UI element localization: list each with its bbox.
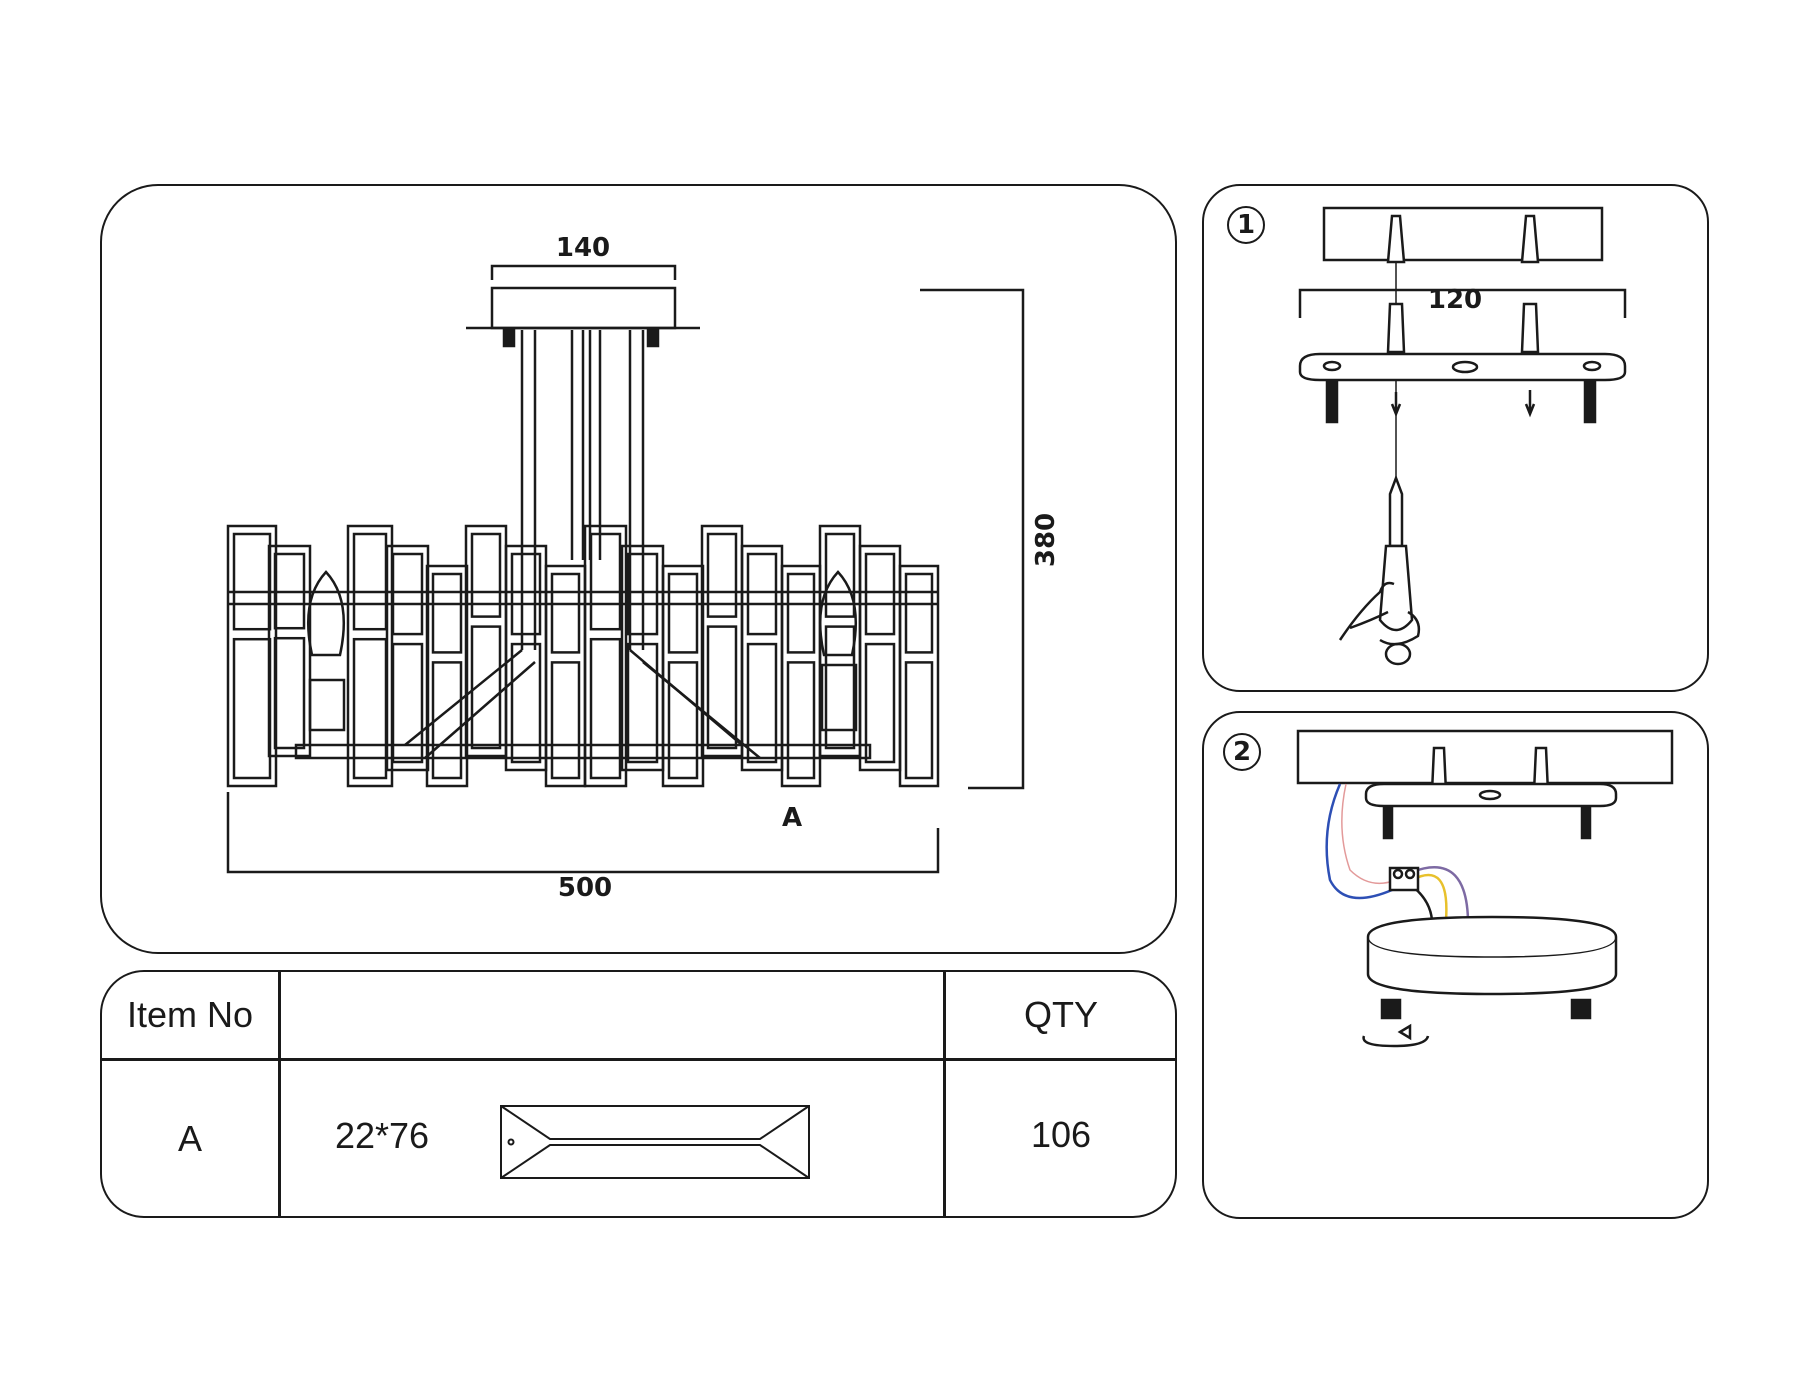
table-header-divider	[102, 1058, 1175, 1061]
crystal-prism-upper	[746, 552, 778, 636]
fixture-drawing-panel	[100, 184, 1177, 954]
hand-icon	[1338, 581, 1421, 646]
header-item-no: Item No	[126, 994, 254, 1035]
canopy-width-dimension	[490, 264, 677, 280]
crystal-prism-lower	[510, 642, 542, 764]
fixture-canopy-rim	[1367, 936, 1617, 958]
crystal-prism-upper	[626, 552, 659, 636]
bottom-ring	[294, 743, 872, 760]
table-divider-1	[278, 972, 281, 1216]
crystal-prism-upper	[864, 552, 896, 636]
step-1-badge: 1	[1227, 206, 1265, 244]
mounting-bracket	[1364, 782, 1618, 808]
part-a-callout: A	[782, 803, 802, 833]
row-qty: 106	[1030, 1114, 1092, 1155]
terminal-block-icon	[1388, 866, 1420, 892]
canopy-width-label: 140	[556, 233, 610, 263]
screwdriver-tip-view	[1384, 642, 1412, 666]
crystal-prism-upper	[391, 552, 424, 636]
total-width-label: 500	[558, 873, 612, 903]
crystal-prism-lower	[746, 642, 778, 764]
crystal-prism-upper	[510, 552, 542, 636]
bracket-dimension	[1298, 288, 1627, 318]
total-width-dimension	[226, 792, 940, 874]
crystal-prism-upper	[589, 532, 622, 631]
crystal-column	[583, 524, 628, 788]
crystal-prism-upper	[706, 532, 738, 618]
crystal-prism-lower	[824, 625, 856, 750]
screw-icons	[1390, 390, 1536, 418]
candle-bulb-right	[818, 570, 858, 657]
wall-anchor-icon	[1386, 214, 1540, 264]
canopy-screw-left	[502, 328, 516, 348]
crystal-prism-upper	[550, 572, 581, 654]
crystal-prism-lower	[550, 661, 581, 780]
header-qty: QTY	[1023, 994, 1098, 1035]
height-dimension	[920, 288, 1025, 790]
mounting-bracket	[1298, 352, 1627, 382]
arm-left-outer	[404, 649, 523, 746]
crystal-column	[898, 564, 940, 788]
bracket-slot-right	[1582, 360, 1602, 372]
arm-left-inner	[424, 661, 536, 759]
screwdriver-icon	[1378, 474, 1414, 632]
fixture-canopy-disc	[1366, 915, 1618, 996]
crystal-prism-upper	[824, 532, 856, 618]
candle-holder-right	[820, 663, 858, 732]
crystal-prism-lower	[273, 636, 306, 750]
crystal-prism-lower	[864, 642, 896, 764]
bracket-center-hole	[1478, 789, 1502, 801]
crystal-prism-lower	[706, 625, 738, 750]
ceiling-block	[1322, 206, 1604, 262]
parts-table: Item No QTY A 22*76 106	[100, 970, 1177, 1218]
candle-bulb-left	[306, 570, 346, 657]
bracket-bolt-right	[1580, 806, 1592, 840]
crystal-prism-upper	[470, 532, 502, 618]
crystal-prism-lower	[904, 661, 934, 780]
crystal-prism-lower	[470, 625, 502, 750]
ceiling-block	[1296, 729, 1674, 785]
bracket-dimension-label: 120	[1428, 285, 1482, 315]
bracket-center-hole	[1451, 360, 1479, 374]
crystal-prism-icon	[500, 1105, 810, 1179]
arm-right-inner	[642, 661, 761, 759]
canopy-screw-right	[646, 328, 660, 348]
crystal-frame	[226, 524, 940, 788]
crystal-prism-lower	[391, 642, 424, 764]
crystal-prism-lower	[431, 661, 463, 780]
crystal-prism-upper	[904, 572, 934, 654]
bracket-slot-left	[1322, 360, 1342, 372]
row-size: 22*76	[334, 1115, 430, 1156]
step-2-badge: 2	[1223, 733, 1261, 771]
candle-holder-left	[308, 678, 346, 732]
crystal-prism-lower	[786, 661, 816, 780]
bracket-bolt-right	[1583, 380, 1597, 424]
height-label: 380	[1031, 513, 1061, 567]
header-description	[280, 972, 943, 1058]
crystal-prism-upper	[431, 572, 463, 654]
crystal-prism-upper	[667, 572, 699, 654]
suspension-rods	[520, 330, 645, 650]
crystal-prism-lower	[667, 661, 699, 780]
table-divider-2	[943, 972, 946, 1216]
rotate-arrow-icon	[1362, 1023, 1430, 1048]
wire-red	[1341, 783, 1397, 885]
bracket-bolt-left	[1382, 806, 1394, 840]
crystal-prism-lower	[626, 642, 659, 764]
bracket-bolt-left	[1325, 380, 1339, 424]
crystal-prism-lower	[589, 637, 622, 780]
crystal-prism-upper	[786, 572, 816, 654]
row-item: A	[177, 1118, 202, 1159]
decorative-nut-left	[1380, 998, 1402, 1020]
wire-blue	[1325, 783, 1393, 900]
anchor-plugs	[1386, 302, 1540, 354]
decorative-nut-right	[1570, 998, 1592, 1020]
step-1-panel	[1202, 184, 1709, 692]
